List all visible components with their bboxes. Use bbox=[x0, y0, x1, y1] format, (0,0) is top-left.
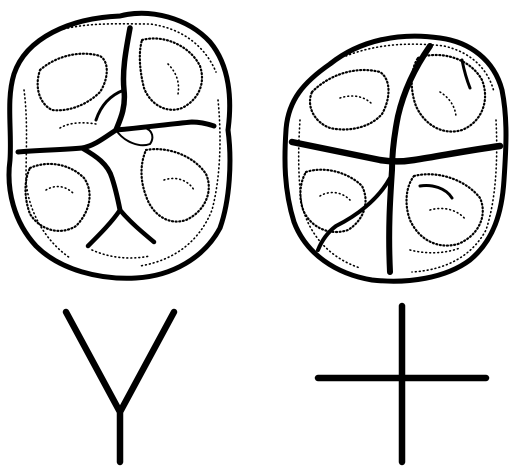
tooth-left-y-pattern bbox=[9, 13, 230, 278]
symbol-plus bbox=[318, 306, 486, 462]
tooth-right-plus-pattern bbox=[285, 36, 506, 281]
tooth-left-outline bbox=[9, 13, 230, 278]
symbol-y-shape bbox=[66, 312, 174, 462]
symbol-y bbox=[66, 312, 174, 462]
